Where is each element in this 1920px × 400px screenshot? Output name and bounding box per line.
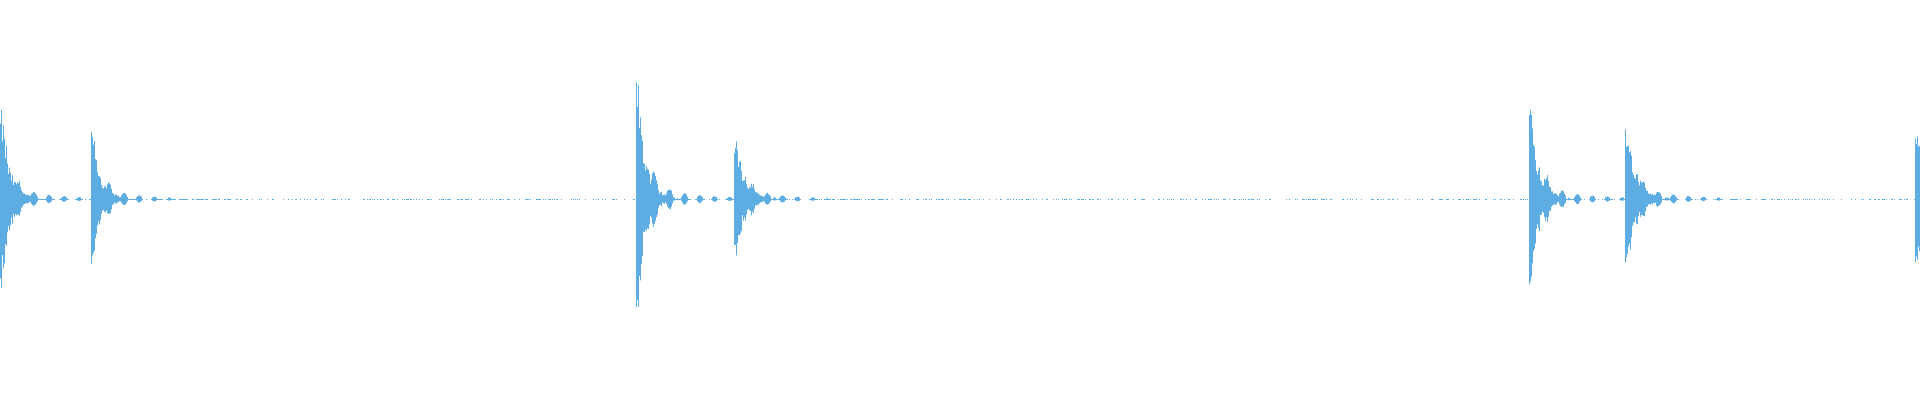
waveform-path	[0, 82, 1920, 308]
waveform-group	[0, 82, 1920, 308]
